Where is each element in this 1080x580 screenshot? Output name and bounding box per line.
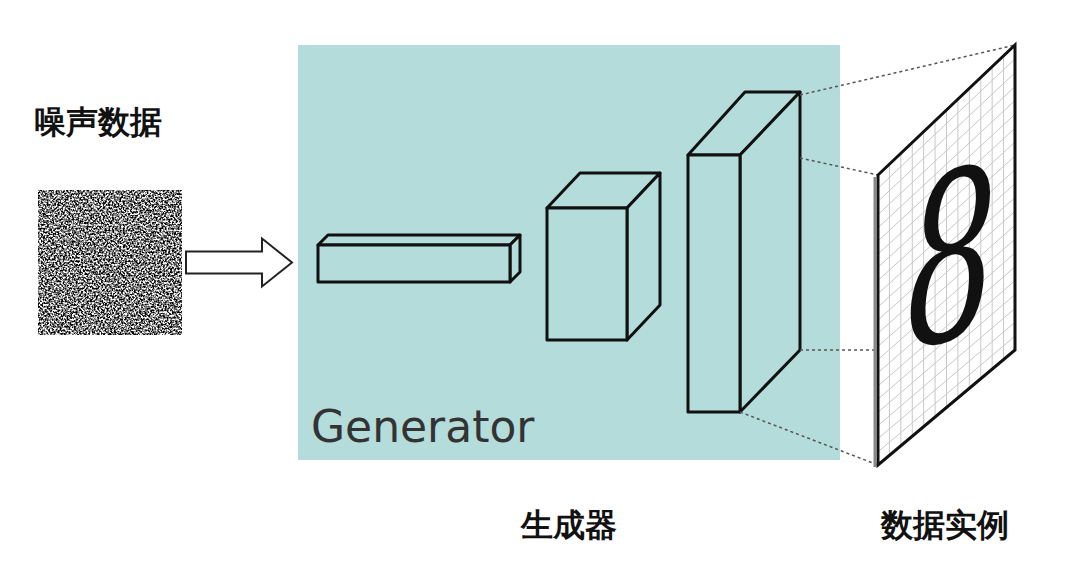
input-heading: 噪声数据 xyxy=(34,102,162,142)
connector xyxy=(740,45,1015,465)
generator-label: Generator xyxy=(311,400,534,454)
generator-panel xyxy=(298,45,840,460)
noise-image xyxy=(38,190,182,335)
projection-line xyxy=(800,158,878,175)
generator-caption: 生成器 xyxy=(298,505,840,545)
noise-input: 噪声数据 xyxy=(38,190,182,335)
layer-block xyxy=(688,92,800,412)
connector xyxy=(186,239,292,287)
data-instance-panel: 8数据实例 xyxy=(870,40,1020,472)
digit-sample: 8 xyxy=(907,125,994,395)
projection-line xyxy=(740,412,878,465)
generator-box: Generator生成器 xyxy=(298,45,840,460)
instance-caption: 数据实例 xyxy=(830,505,1060,545)
layer-block xyxy=(318,235,520,282)
hollow-arrow xyxy=(186,239,292,287)
layer-block xyxy=(547,173,660,340)
